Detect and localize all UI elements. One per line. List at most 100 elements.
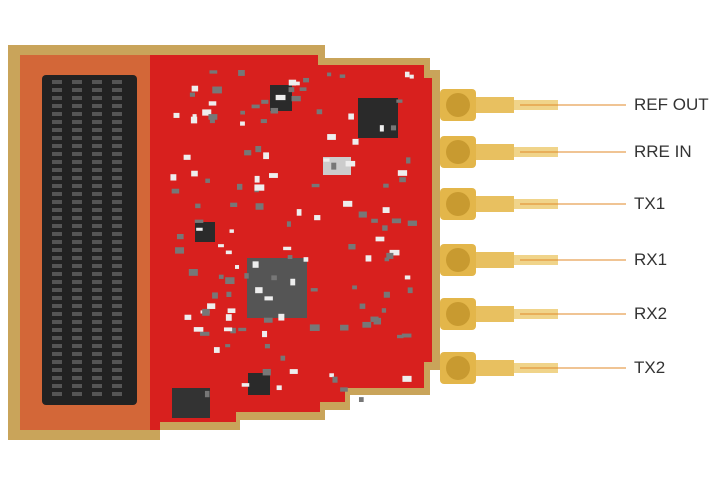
connector-pin [72,120,82,124]
smd-component [241,383,250,387]
smd-component [202,308,210,316]
sma-connector-face [446,302,470,326]
connector-pin [52,264,62,268]
smd-component [252,261,259,268]
connector-pin [72,152,82,156]
smd-component [195,203,201,209]
connector-pin [72,216,82,220]
connector-pin [92,304,102,308]
connector-pin [92,80,102,84]
connector-pin [72,200,82,204]
connector-pin [52,256,62,260]
smd-component [399,177,406,183]
smd-component [348,113,354,120]
connector-pin [52,128,62,132]
connector-pin [72,184,82,188]
smd-component [212,86,222,94]
smd-component [365,255,372,262]
connector-pin [92,280,102,284]
smd-component [225,314,232,321]
smd-component [402,375,412,382]
chip [358,98,398,138]
connector-pin [92,240,102,244]
connector-pin [52,376,62,380]
connector-pin [52,176,62,180]
smd-component [345,160,356,167]
port-label: TX1 [634,194,666,213]
connector-pin [92,360,102,364]
smd-component [303,77,310,83]
smd-component [176,233,184,240]
connector-pin [72,280,82,284]
sma-connector-thread [476,97,514,113]
smd-component [189,92,196,97]
smd-component [288,87,295,93]
smd-component [254,184,265,191]
smd-component [261,99,269,104]
smd-component [263,152,270,160]
smd-component [244,273,249,279]
connector-pin [112,136,122,140]
smd-component [286,221,291,227]
connector-pin [72,144,82,148]
smd-component [383,291,390,298]
connector-pin [52,80,62,84]
connector-pin [112,360,122,364]
smd-component [332,376,338,383]
smd-component [358,211,367,218]
smd-component [404,275,411,280]
connector-pin [52,136,62,140]
connector-pin [72,176,82,180]
connector-pin [52,272,62,276]
connector-pin [72,360,82,364]
smd-component [238,327,247,332]
connector-pin [92,344,102,348]
connector-pin [112,216,122,220]
connector-pin [72,136,82,140]
connector-pin [52,88,62,92]
smd-component [230,202,238,207]
smd-component [289,369,298,374]
smd-component [263,317,273,323]
connector-pin [72,384,82,388]
connector-pin [112,96,122,100]
smd-component [303,257,309,262]
smd-component [255,203,264,210]
smd-component [327,72,332,77]
smd-component [386,252,394,259]
smd-component [288,79,297,86]
smd-component [264,296,273,301]
smd-component [209,118,215,124]
smd-component [397,334,404,339]
connector-pin [52,296,62,300]
smd-component [251,104,260,109]
connector-pin [92,248,102,252]
smd-component [236,183,243,190]
smd-component [225,277,235,285]
connector-pin [92,352,102,356]
connector-pin [52,216,62,220]
smd-component [404,71,410,78]
sma-connector-thread [476,306,514,322]
connector-pin [72,352,82,356]
smd-component [384,257,390,262]
connector-pin [112,392,122,396]
smd-component [262,368,271,376]
smd-component [310,288,318,292]
sma-connector-thread [476,252,514,268]
sma-connector-face [446,192,470,216]
connector-pin [92,208,102,212]
connector-pin [92,144,102,148]
smd-component [340,387,348,392]
smd-component [209,70,218,74]
smd-component [287,255,293,260]
connector-pin [72,392,82,396]
smd-component [218,274,224,279]
smd-component [260,119,267,124]
connector-pin [112,328,122,332]
connector-pin [112,104,122,108]
connector-pin [112,88,122,92]
connector-pin [112,184,122,188]
smd-component [212,292,218,299]
